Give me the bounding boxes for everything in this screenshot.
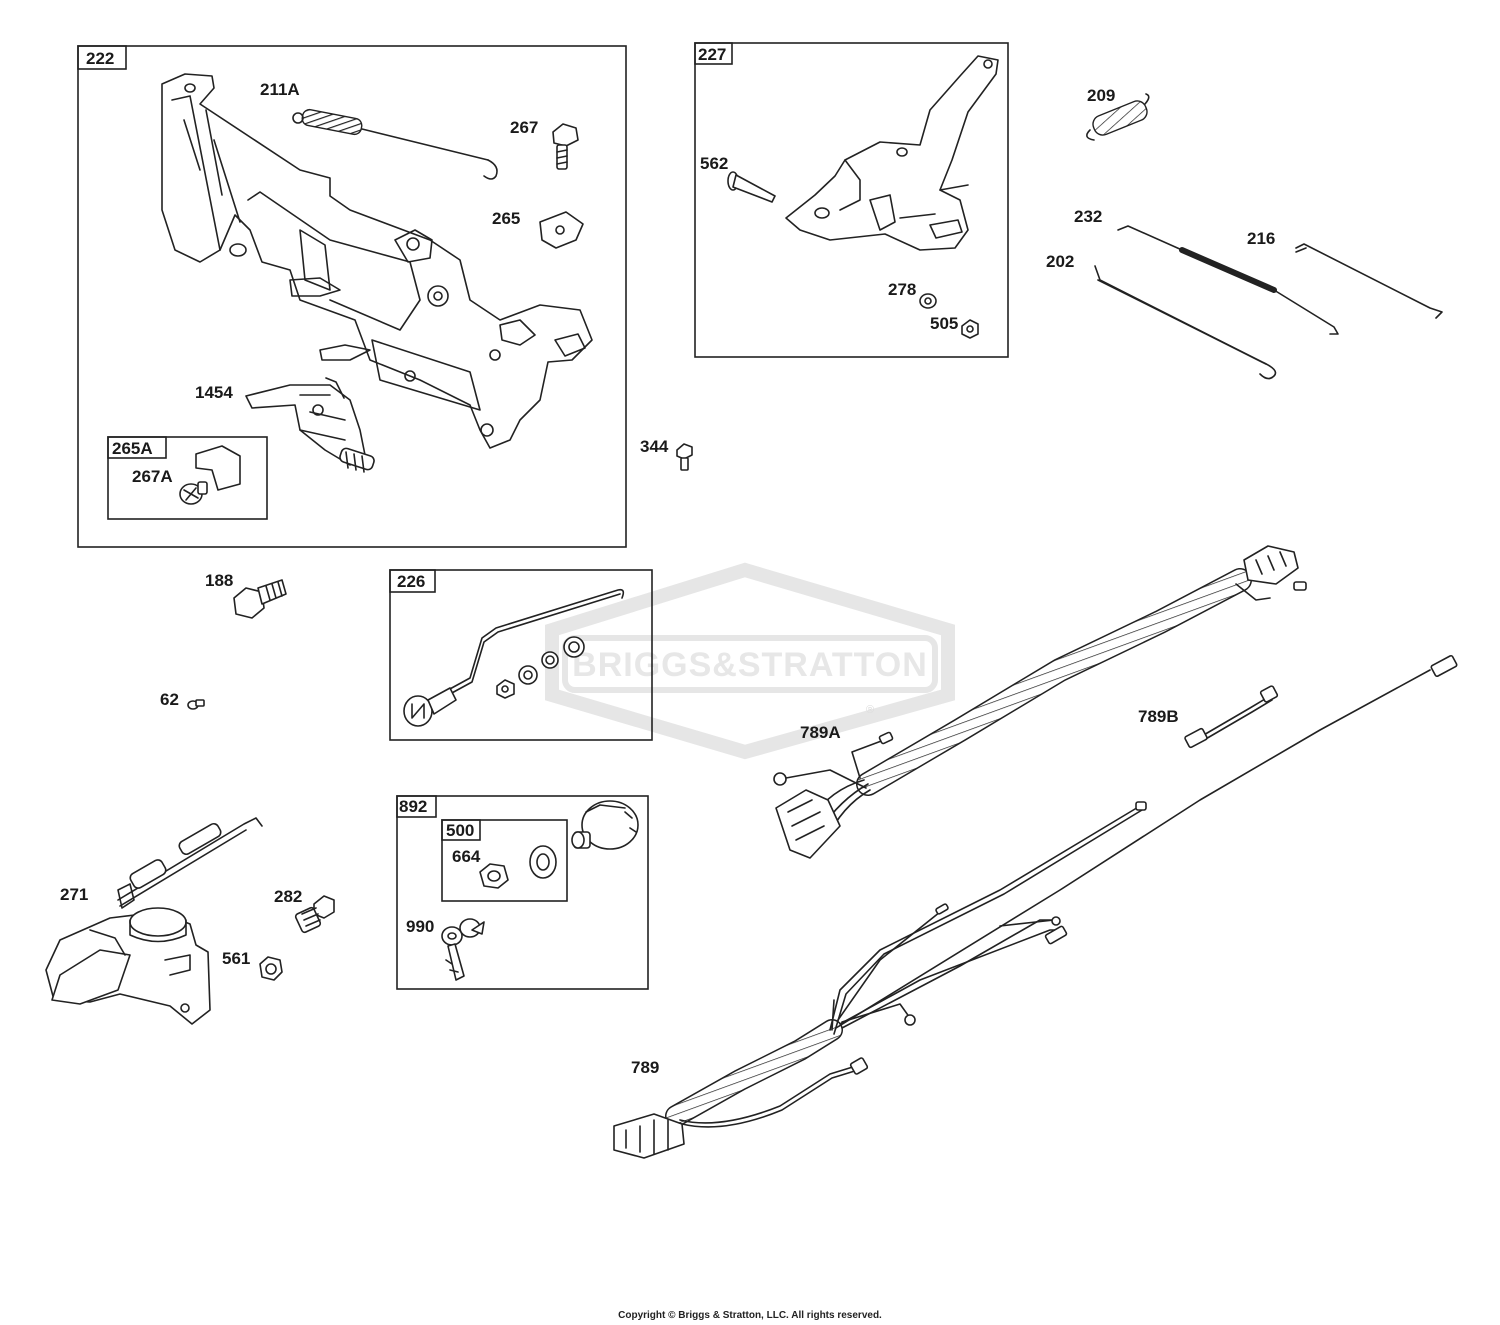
part-spring-232[interactable] xyxy=(1117,225,1339,335)
label-1454: 1454 xyxy=(195,383,233,402)
part-bolt-188[interactable] xyxy=(233,579,287,619)
part-throttle-control-271[interactable] xyxy=(45,817,263,1025)
copyright-footer: Copyright © Briggs & Stratton, LLC. All … xyxy=(618,1310,882,1321)
part-rod-216[interactable] xyxy=(1295,243,1443,319)
label-789: 789 xyxy=(631,1058,659,1077)
watermark-text: BRIGGS&STRATTON xyxy=(572,646,928,684)
part-harness-789a[interactable] xyxy=(773,545,1307,859)
box-label-265a: 265A xyxy=(112,439,153,458)
part-choke-control-226[interactable] xyxy=(403,588,625,727)
label-789b: 789B xyxy=(1138,707,1179,726)
part-washer-226b[interactable] xyxy=(518,665,538,685)
box-label-226: 226 xyxy=(397,572,425,591)
part-screw-267[interactable] xyxy=(552,123,579,170)
label-216: 216 xyxy=(1247,229,1275,248)
label-990: 990 xyxy=(406,917,434,936)
assembly-box-265a[interactable]: 265A xyxy=(107,436,268,520)
label-505: 505 xyxy=(930,314,958,333)
part-screw-282[interactable] xyxy=(294,895,335,934)
assembly-box-226[interactable]: 226 xyxy=(389,569,653,741)
watermark-mark: ® xyxy=(866,704,874,716)
part-keys-990[interactable] xyxy=(441,918,485,981)
part-rod-202[interactable] xyxy=(1094,265,1277,380)
part-ignition-switch[interactable] xyxy=(571,800,639,850)
part-washer-226c[interactable] xyxy=(541,651,559,669)
label-664: 664 xyxy=(452,847,481,866)
assembly-box-222[interactable]: 222 xyxy=(77,45,627,548)
label-188: 188 xyxy=(205,571,233,590)
part-spring-209[interactable] xyxy=(1086,93,1150,141)
part-spring-211a[interactable] xyxy=(292,108,498,180)
label-267: 267 xyxy=(510,118,538,137)
assembly-box-500[interactable]: 500 xyxy=(441,819,568,902)
part-harness-789[interactable] xyxy=(613,654,1458,1159)
part-solenoid-1454[interactable] xyxy=(245,377,375,473)
part-nut-226a[interactable] xyxy=(496,679,515,699)
part-nut-505[interactable] xyxy=(961,319,979,339)
part-clip-265a[interactable] xyxy=(195,445,241,491)
part-governor-bracket[interactable] xyxy=(161,73,593,449)
label-789a: 789A xyxy=(800,723,841,742)
part-nut-664[interactable] xyxy=(479,863,509,889)
label-278: 278 xyxy=(888,280,916,299)
label-267a: 267A xyxy=(132,467,173,486)
box-label-222: 222 xyxy=(86,49,114,68)
part-nut-561[interactable] xyxy=(259,956,283,981)
label-62: 62 xyxy=(160,690,179,709)
box-label-892: 892 xyxy=(399,797,427,816)
assembly-box-892[interactable]: 892 xyxy=(396,795,649,990)
part-screw-344[interactable] xyxy=(676,443,693,471)
label-209: 209 xyxy=(1087,86,1115,105)
label-211a: 211A xyxy=(260,80,300,99)
part-clip-265[interactable] xyxy=(539,211,584,249)
assembly-box-227[interactable]: 227 xyxy=(694,42,1009,358)
label-202: 202 xyxy=(1046,252,1074,271)
label-271: 271 xyxy=(60,885,88,904)
part-wire-789b[interactable] xyxy=(1184,685,1279,749)
part-washer-278[interactable] xyxy=(919,293,937,309)
box-label-227: 227 xyxy=(698,45,726,64)
brand-watermark: BRIGGS&STRATTON ® xyxy=(545,562,955,760)
part-lockwasher-664[interactable] xyxy=(529,845,557,879)
part-screw-267a[interactable] xyxy=(179,481,208,505)
part-screw-62[interactable] xyxy=(187,699,205,710)
label-282: 282 xyxy=(274,887,302,906)
label-561: 561 xyxy=(222,949,250,968)
label-562: 562 xyxy=(700,154,728,173)
label-265: 265 xyxy=(492,209,520,228)
box-label-500: 500 xyxy=(446,821,474,840)
part-pin-562[interactable] xyxy=(727,171,776,203)
part-lockwasher-226d[interactable] xyxy=(563,636,585,658)
label-232: 232 xyxy=(1074,207,1102,226)
part-control-lever-227[interactable] xyxy=(785,55,999,251)
label-344: 344 xyxy=(640,437,669,456)
